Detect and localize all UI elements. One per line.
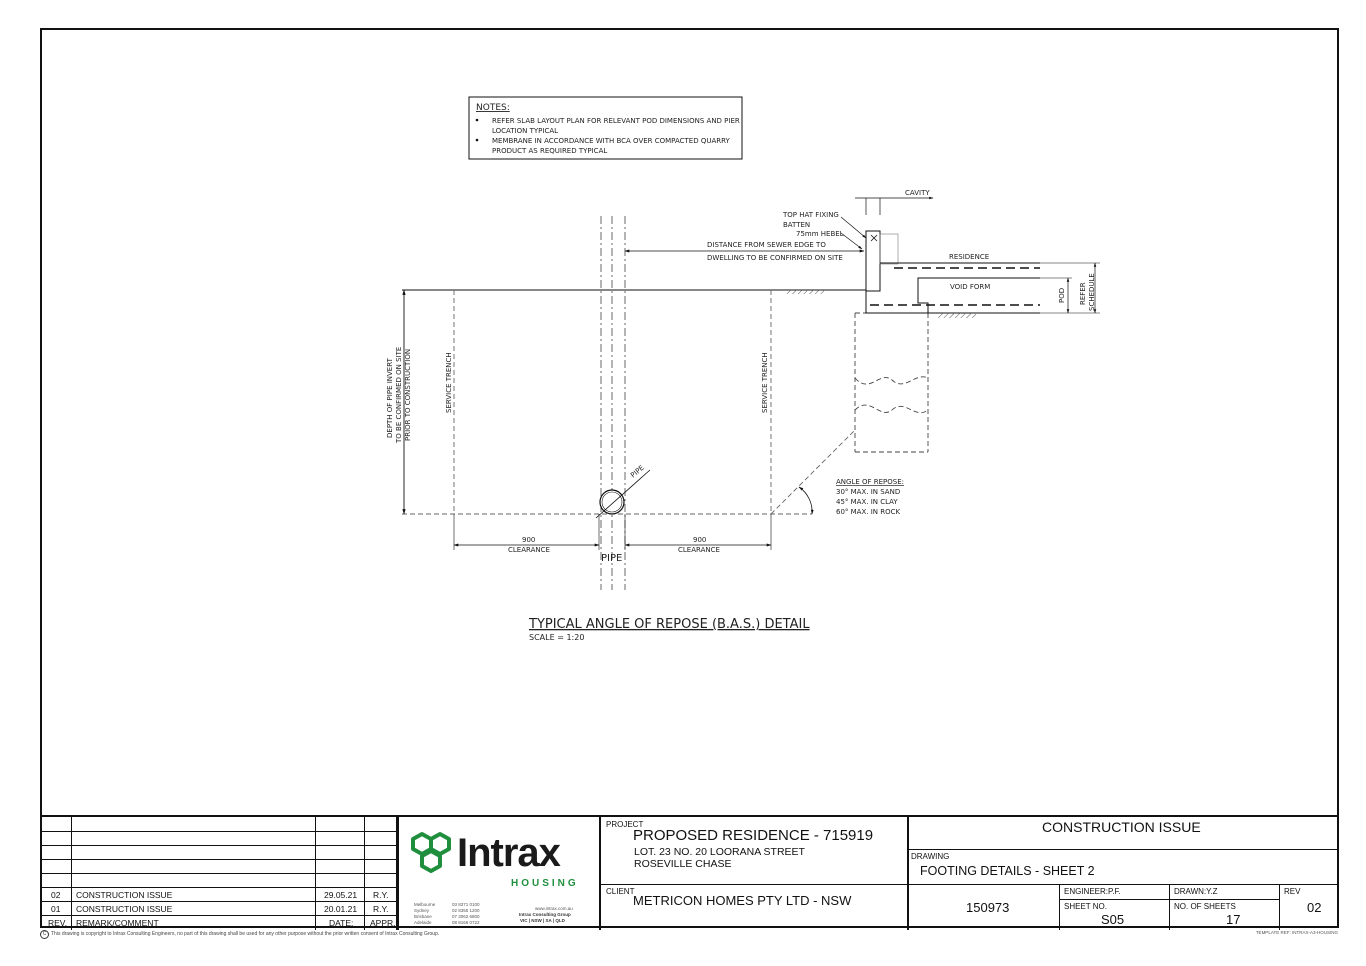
svg-text:60° MAX. IN ROCK: 60° MAX. IN ROCK xyxy=(836,508,900,516)
sheet-no-label: SHEET NO. xyxy=(1064,902,1107,911)
svg-text:DEPTH OF PIPE INVERT: DEPTH OF PIPE INVERT xyxy=(386,357,394,438)
svg-text:REFER: REFER xyxy=(1079,282,1087,305)
clearance-dimension-left: 900 CLEARANCE xyxy=(453,514,600,554)
clearance-dimension-right: 900 CLEARANCE xyxy=(624,514,772,554)
svg-text:CLEARANCE: CLEARANCE xyxy=(508,546,550,554)
svg-text:DWELLING TO BE CONFIRMED ON SI: DWELLING TO BE CONFIRMED ON SITE xyxy=(707,254,843,262)
void-form-label: VOID FORM xyxy=(950,283,990,291)
svg-text:900: 900 xyxy=(522,536,535,544)
svg-text:30° MAX. IN SAND: 30° MAX. IN SAND xyxy=(836,488,900,496)
logo-brand: Intrax xyxy=(457,831,561,875)
notes-heading: NOTES: xyxy=(476,103,510,113)
svg-text:PRIOR TO CONSTRUCTION: PRIOR TO CONSTRUCTION xyxy=(404,349,412,441)
intrax-hex-icon xyxy=(411,832,451,873)
hebel-label: 75mm HEBEL xyxy=(796,230,844,238)
engineer: ENGINEER:P.F. xyxy=(1064,887,1121,896)
cavity-label: CAVITY xyxy=(905,189,930,197)
num-sheets-value: 17 xyxy=(1226,912,1241,927)
pipe-centreline xyxy=(600,216,626,590)
rev-label: REV xyxy=(1284,887,1301,896)
note-2-line-1: MEMBRANE IN ACCORDANCE WITH BCA OVER COM… xyxy=(492,137,731,145)
note-2-line-2: PRODUCT AS REQUIRED TYPICAL xyxy=(492,147,607,155)
num-sheets-label: NO. OF SHEETS xyxy=(1174,902,1236,911)
detail-title: TYPICAL ANGLE OF REPOSE (B.A.S.) DETAIL xyxy=(528,617,810,632)
svg-text:45° MAX. IN CLAY: 45° MAX. IN CLAY xyxy=(836,498,898,506)
pipe-label: PIPE xyxy=(601,553,622,564)
project-address-2: ROSEVILLE CHASE xyxy=(634,858,732,870)
drawing-title: FOOTING DETAILS - SHEET 2 xyxy=(920,864,1095,878)
residence-slab xyxy=(840,196,1040,318)
template-reference: TEMPLATE REF: INTRAX-A3-HOUSING xyxy=(1255,930,1338,935)
client-label: CLIENT xyxy=(606,887,635,896)
service-trench-label-right: SERVICE TRENCH xyxy=(761,352,769,413)
drawing-sheet-border xyxy=(40,28,1339,928)
project-name: PROPOSED RESIDENCE - 715919 xyxy=(633,827,874,844)
copyright-icon: C xyxy=(40,930,49,939)
svg-text:TO BE CONFIRMED ON SITE: TO BE CONFIRMED ON SITE xyxy=(395,347,403,444)
title-block: 02 CONSTRUCTION ISSUE 29.05.21 R.Y. 01 C… xyxy=(40,815,1339,930)
depth-dimension: DEPTH OF PIPE INVERT TO BE CONFIRMED ON … xyxy=(386,289,412,515)
residence-label: RESIDENCE xyxy=(949,253,989,261)
drawing-label: DRAWING xyxy=(911,852,950,861)
detail-scale: SCALE = 1:20 xyxy=(529,633,584,642)
svg-text:ANGLE OF REPOSE:: ANGLE OF REPOSE: xyxy=(836,478,904,486)
project-label: PROJECT xyxy=(606,820,644,829)
svg-text:POD: POD xyxy=(1058,288,1066,303)
logo-sub: HOUSING xyxy=(511,878,579,889)
notes-box: NOTES: REFER SLAB LAYOUT PLAN FOR RELEVA… xyxy=(468,96,743,160)
top-hat-label-2: BATTEN xyxy=(783,221,810,229)
angle-of-repose: ANGLE OF REPOSE: 30° MAX. IN SAND 45° MA… xyxy=(798,478,904,516)
distance-dimension: DISTANCE FROM SEWER EDGE TO DWELLING TO … xyxy=(624,241,865,262)
service-trench-label-left: SERVICE TRENCH xyxy=(445,352,453,413)
issue-status: CONSTRUCTION ISSUE xyxy=(1042,819,1201,835)
project-address-1: LOT. 23 NO. 20 LOORANA STREET xyxy=(634,846,805,858)
rev-value: 02 xyxy=(1307,900,1322,915)
drawn-by: DRAWN:Y.Z xyxy=(1174,887,1218,896)
pod-dimension: POD REFER SCHEDULE xyxy=(1040,262,1100,314)
svg-text:CLEARANCE: CLEARANCE xyxy=(678,546,720,554)
sheet-no-value: S05 xyxy=(1101,912,1125,927)
pier xyxy=(854,312,929,453)
svg-text:DISTANCE FROM SEWER EDGE TO: DISTANCE FROM SEWER EDGE TO xyxy=(707,241,826,249)
client-name: METRICON HOMES PTY LTD - NSW xyxy=(633,893,852,908)
pipe-section: PIPE xyxy=(595,464,651,519)
note-1-line-1: REFER SLAB LAYOUT PLAN FOR RELEVANT POD … xyxy=(492,117,740,125)
job-number: 150973 xyxy=(966,900,1010,915)
top-hat-label-1: TOP HAT FIXING xyxy=(782,211,839,219)
service-trench xyxy=(402,290,856,515)
footing-detail-drawing: NOTES: REFER SLAB LAYOUT PLAN FOR RELEVA… xyxy=(386,96,1100,642)
svg-text:PIPE: PIPE xyxy=(629,464,646,480)
svg-text:900: 900 xyxy=(693,536,706,544)
svg-text:SCHEDULE: SCHEDULE xyxy=(1088,273,1096,311)
note-1-line-2: LOCATION TYPICAL xyxy=(492,127,558,135)
ground-hatch xyxy=(786,290,826,294)
